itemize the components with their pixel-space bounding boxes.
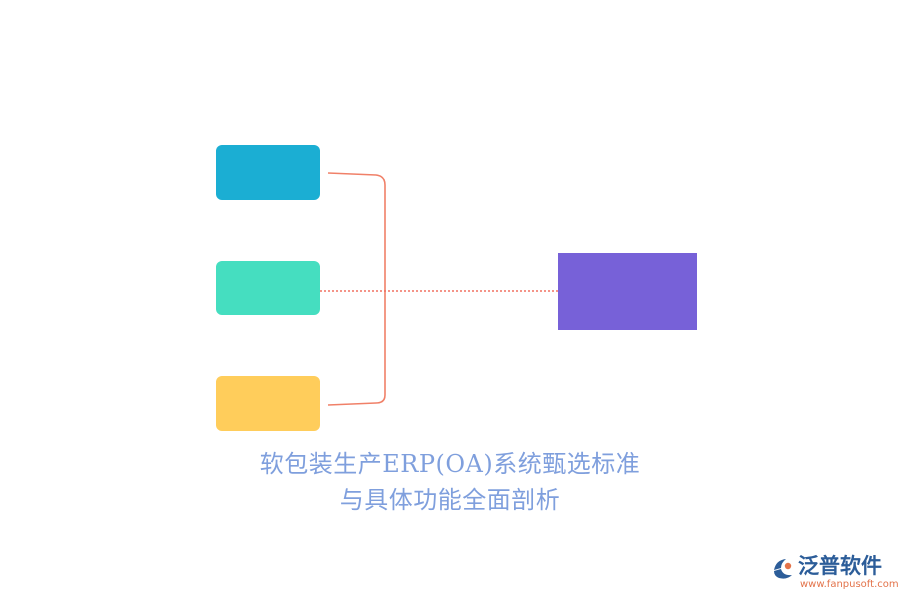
- brand-logo: 泛普软件 www.fanpusoft.com: [770, 552, 899, 592]
- logo-url: www.fanpusoft.com: [800, 579, 899, 590]
- input-box-yellow: [216, 376, 320, 431]
- input-box-teal: [216, 261, 320, 315]
- logo-name: 泛普软件: [798, 554, 882, 578]
- title-line-1: 软包装生产ERP(OA)系统甄选标准: [259, 450, 641, 478]
- input-box-blue: [216, 145, 320, 200]
- fanpu-logo-mark-icon: [774, 559, 792, 579]
- title-line-2: 与具体功能全面剖析: [339, 486, 561, 514]
- output-box-purple: [558, 253, 697, 330]
- diagram-title: 软包装生产ERP(OA)系统甄选标准 与具体功能全面剖析: [150, 446, 750, 518]
- bracket-connector: [327, 172, 386, 406]
